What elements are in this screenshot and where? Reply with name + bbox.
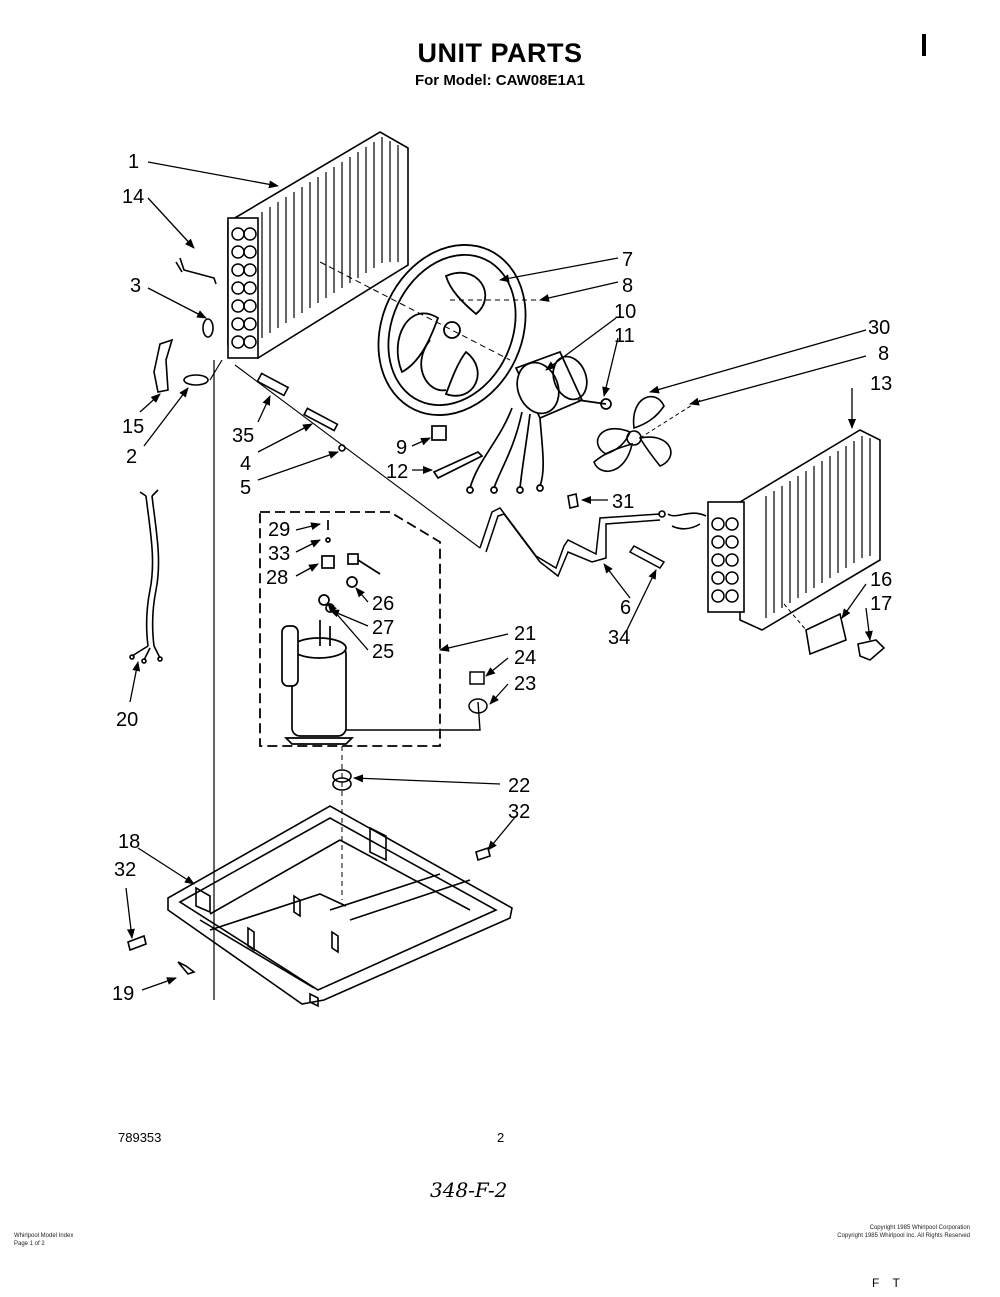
compressor-assembly-group [259,511,488,747]
callout-10: 10 [614,301,636,323]
page-number: 2 [497,1130,505,1145]
callout-12: 12 [386,461,408,483]
callout-14: 14 [122,186,144,208]
power-cord [129,489,163,664]
evaporator-coil [209,131,409,1000]
callout-3: 3 [130,275,141,297]
callout-31: 31 [612,491,634,513]
fine-print-right: Copyright 1985 Whirlpool Corporation Cop… [800,1224,970,1240]
page-title: UNIT PARTS [417,38,583,68]
handwritten-code: 348-F-2 [430,1178,508,1202]
callout-32-left: 32 [114,859,136,881]
callout-1: 1 [128,151,139,173]
callout-7: 7 [622,249,633,271]
compressor-grommet [332,746,352,900]
callout-9: 9 [396,437,407,459]
callout-25: 25 [372,641,394,663]
refrigerant-tubing [479,507,666,578]
callout-23: 23 [514,673,536,695]
fine-print-left: Whirlpool Model Index Page 1 of 2 [14,1232,73,1248]
coil-bracket [783,603,886,661]
callout-32-right: 32 [508,801,530,823]
corner-mark [922,34,926,56]
callout-29: 29 [268,519,290,541]
fine-print-left-line-2: Page 1 of 2 [14,1241,45,1247]
callout-2: 2 [126,446,137,468]
fine-print-right-line-1: Copyright 1985 Whirlpool Corporation [869,1225,970,1231]
fan-motor [431,350,612,494]
callout-8-upper: 8 [622,275,633,297]
bottom-right-marks: F T [872,1276,900,1290]
condenser-coil [658,429,881,631]
callout-18: 18 [118,831,140,853]
callout-15: 15 [122,416,144,438]
callout-8-lower: 8 [878,343,889,365]
callout-16: 16 [870,569,892,591]
callout-4: 4 [240,453,251,475]
callout-30: 30 [868,317,890,339]
callout-22: 22 [508,775,530,797]
callout-35: 35 [232,425,254,447]
callout-26: 26 [372,593,394,615]
fine-print-right-line-2: Copyright 1985 Whirlpool Inc. All Rights… [837,1233,970,1239]
leader-lines [125,161,873,991]
callout-20: 20 [116,709,138,731]
callout-33: 33 [268,543,290,565]
callout-27: 27 [372,617,394,639]
fine-print-left-line-1: Whirlpool Model Index [14,1233,74,1239]
small-coil-parts [153,257,481,549]
callout-13: 13 [870,373,892,395]
condenser-fan-blade [567,395,701,509]
callout-34: 34 [608,627,630,649]
fan-orifice-shroud [319,244,548,416]
callout-6: 6 [620,597,631,619]
callout-11: 11 [614,325,635,347]
base-pan [127,805,513,1008]
callout-28: 28 [266,567,288,589]
callout-5: 5 [240,477,251,499]
model-subtitle: For Model: CAW08E1A1 [414,72,586,89]
callout-19: 19 [112,983,134,1005]
callout-labels: 1 14 3 15 2 35 4 5 7 8 10 11 30 8 13 9 1… [112,151,892,1005]
callout-17: 17 [870,593,892,615]
callout-24: 24 [514,647,536,669]
part-number: 789353 [118,1130,162,1145]
callout-21: 21 [514,623,536,645]
